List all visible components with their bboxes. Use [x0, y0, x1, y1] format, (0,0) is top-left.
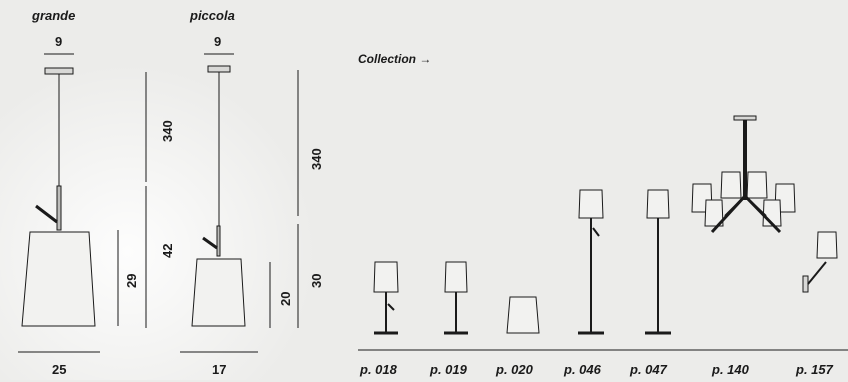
piccola-canopy [207, 65, 231, 73]
collection-page-label[interactable]: p. 019 [430, 362, 467, 377]
chandelier-canopy [733, 115, 757, 121]
piccola-stem [216, 225, 221, 257]
collection-page-label[interactable]: p. 047 [630, 362, 667, 377]
collection-page-label[interactable]: p. 020 [496, 362, 533, 377]
piccola-label: piccola [190, 8, 235, 23]
piccola-shade [191, 258, 246, 327]
wall-lamp-shade [816, 231, 838, 259]
grande-label: grande [32, 8, 76, 23]
floor-lamp-1-shade [578, 189, 604, 219]
grande-stem [56, 185, 62, 231]
floor-lamp-2-shade [646, 189, 670, 219]
grande-shade [21, 231, 96, 327]
collection-heading[interactable]: Collection → [358, 52, 432, 66]
small-lamp-shade [506, 296, 540, 334]
piccola-arm [202, 236, 218, 250]
piccola-canopy-width: 9 [214, 34, 222, 49]
collection-page-label[interactable]: p. 140 [712, 362, 749, 377]
table-lamp-2-shade [444, 261, 468, 293]
grande-canopy [44, 67, 74, 75]
collection-page-label[interactable]: p. 018 [360, 362, 397, 377]
chandelier-arm [724, 195, 746, 217]
chandelier-arm [744, 195, 767, 217]
floor-lamp-1-arm [592, 227, 600, 237]
collection-page-label[interactable]: p. 157 [796, 362, 833, 377]
table-lamp-1-shade [373, 261, 399, 293]
grande-canopy-width: 9 [55, 34, 63, 49]
chandelier-shade [746, 171, 768, 199]
grande-arm [35, 204, 58, 224]
chandelier-shade [704, 199, 724, 227]
collection-page-label[interactable]: p. 046 [564, 362, 601, 377]
grande-shade-width: 25 [52, 362, 67, 377]
chandelier-shade [720, 171, 742, 199]
piccola-shade-width: 17 [212, 362, 227, 377]
wall-lamp-plate [802, 275, 809, 293]
wall-lamp-arm [807, 261, 827, 285]
table-lamp-1-arm [387, 303, 395, 311]
